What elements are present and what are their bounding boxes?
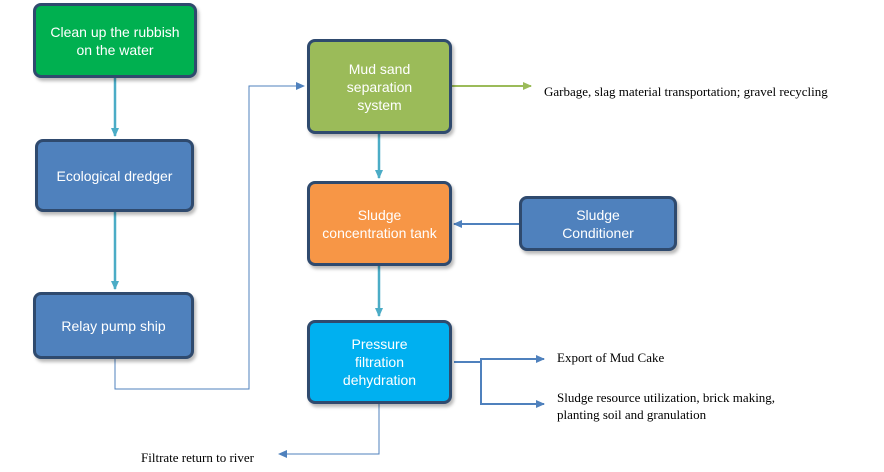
- node-mud-sand-separation-label: Mud sand separation system: [346, 60, 413, 113]
- node-relay-pump-ship-label: Relay pump ship: [61, 317, 166, 334]
- node-ecological-dredger: Ecological dredger: [35, 139, 194, 212]
- node-clean-rubbish-label: Clean up the rubbish on the water: [50, 23, 180, 58]
- output-filtrate-return-label: Filtrate return to river: [141, 450, 254, 465]
- node-sludge-conditioner-label: Sludge Conditioner: [562, 206, 634, 241]
- node-clean-rubbish: Clean up the rubbish on the water: [33, 3, 197, 78]
- arrow-filtration-to-export: [454, 355, 545, 363]
- arrow-filtration-to-filtrate: [278, 404, 380, 458]
- arrow-pump-to-separation: [114, 82, 305, 390]
- node-sludge-conditioner: Sludge Conditioner: [519, 196, 677, 251]
- node-relay-pump-ship: Relay pump ship: [33, 292, 194, 359]
- arrow-filtration-to-resource: [480, 362, 545, 408]
- node-pressure-filtration: Pressure filtration dehydration: [307, 320, 452, 404]
- node-pressure-filtration-label: Pressure filtration dehydration: [342, 336, 417, 388]
- node-mud-sand-separation: Mud sand separation system: [307, 39, 452, 134]
- node-sludge-concentration-tank: Sludge concentration tank: [307, 181, 452, 266]
- output-resource-utilization-label: Sludge resource utilization, brick makin…: [557, 390, 776, 422]
- node-ecological-dredger-label: Ecological dredger: [56, 167, 173, 184]
- output-export-mud-cake-label: Export of Mud Cake: [557, 350, 665, 365]
- output-garbage-label: Garbage, slag material transportation; g…: [544, 84, 828, 99]
- node-sludge-concentration-tank-label: Sludge concentration tank: [322, 206, 437, 241]
